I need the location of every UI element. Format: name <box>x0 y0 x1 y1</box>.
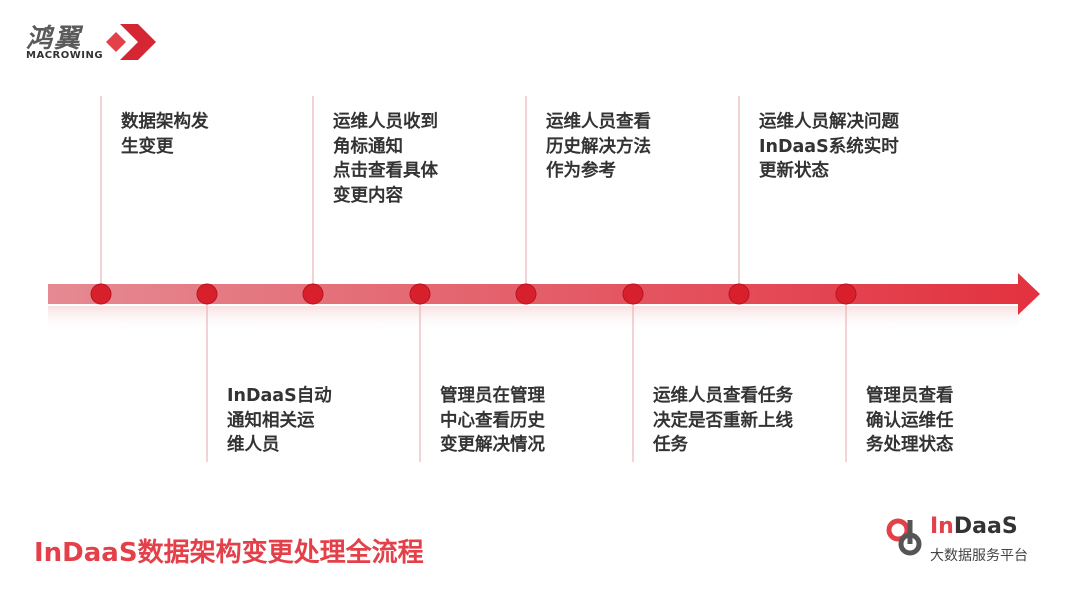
logo-chevron-icon <box>106 24 156 60</box>
stage-dot <box>515 283 537 305</box>
stage-dot <box>90 283 112 305</box>
stage-dot <box>622 283 644 305</box>
stage-4-label: 管理员在管理中心查看历史变更解决情况 <box>440 384 630 458</box>
stage-dot <box>835 283 857 305</box>
stage-label-line: 中心查看历史 <box>440 410 545 431</box>
stage-dot <box>302 283 324 305</box>
stage-3-label: 运维人员收到角标通知点击查看具体变更内容 <box>333 110 523 208</box>
stage-label-line: 变更内容 <box>333 185 403 206</box>
indaas-logo-icon <box>886 518 922 556</box>
timeline-arrow <box>48 273 1040 315</box>
logo-chinese-name: 鸿翼 <box>26 24 83 54</box>
stage-label-line: 管理员在管理 <box>440 386 545 406</box>
stage-label-line: 点击查看具体 <box>333 161 438 181</box>
macrowing-logo: 鸿翼 MACROWING <box>22 18 172 68</box>
stage-label-line: 通知相关运 <box>227 410 315 431</box>
stage-label-line: 任务 <box>653 435 688 455</box>
stage-2-label: InDaaS自动通知相关运维人员 <box>227 384 417 458</box>
indaas-brand: InDaaS 大数据服务平台 <box>886 514 1056 570</box>
stage-7-label: 运维人员解决问题 InDaaS系统实时更新状态 <box>759 110 949 184</box>
stage-label-line: 运维人员解决问题 <box>759 112 899 132</box>
stage-label-line: 务处理状态 <box>866 435 954 455</box>
stage-label-line: 数据架构发 <box>121 112 209 132</box>
stage-label-line: 确认运维任 <box>866 410 954 431</box>
stage-5-label: 运维人员查看历史解决方法作为参考 <box>546 110 736 184</box>
brand-name: InDaaS <box>930 514 1018 539</box>
stage-label-line: 变更解决情况 <box>440 435 545 455</box>
stage-8-label: 管理员查看确认运维任务处理状态 <box>866 384 1056 458</box>
stage-dot <box>728 283 750 305</box>
arrow-shadow <box>48 306 1018 332</box>
stage-label-line: 角标通知 <box>333 136 403 157</box>
stage-label-line: 维人员 <box>227 435 280 455</box>
logo-english-name: MACROWING <box>26 50 104 61</box>
stage-label-line: 运维人员查看 <box>546 112 651 132</box>
stage-label-line: 运维人员收到 <box>333 112 438 132</box>
stage-label-line: 运维人员查看任务 <box>653 386 793 406</box>
page-title: InDaaS数据架构变更处理全流程 <box>34 538 424 568</box>
stage-label-line: 作为参考 <box>546 161 616 181</box>
stage-label-line: InDaaS自动 <box>227 386 332 406</box>
stage-dot <box>196 283 218 305</box>
brand-subtitle: 大数据服务平台 <box>930 548 1028 564</box>
stage-label-line: 历史解决方法 <box>546 136 651 157</box>
stage-label-line: 决定是否重新上线 <box>653 410 793 431</box>
brand-name-prefix: In <box>930 514 954 539</box>
stage-label-line: 生变更 <box>121 136 174 157</box>
brand-name-suffix: DaaS <box>953 514 1018 539</box>
stage-dot <box>409 283 431 305</box>
stage-label-line: 管理员查看 <box>866 386 954 406</box>
stage-label-line: InDaaS系统实时 <box>759 136 899 157</box>
stage-label-line: 更新状态 <box>759 161 829 181</box>
stage-1-label: 数据架构发生变更 <box>121 110 311 159</box>
stage-6-label: 运维人员查看任务决定是否重新上线任务 <box>653 384 843 458</box>
